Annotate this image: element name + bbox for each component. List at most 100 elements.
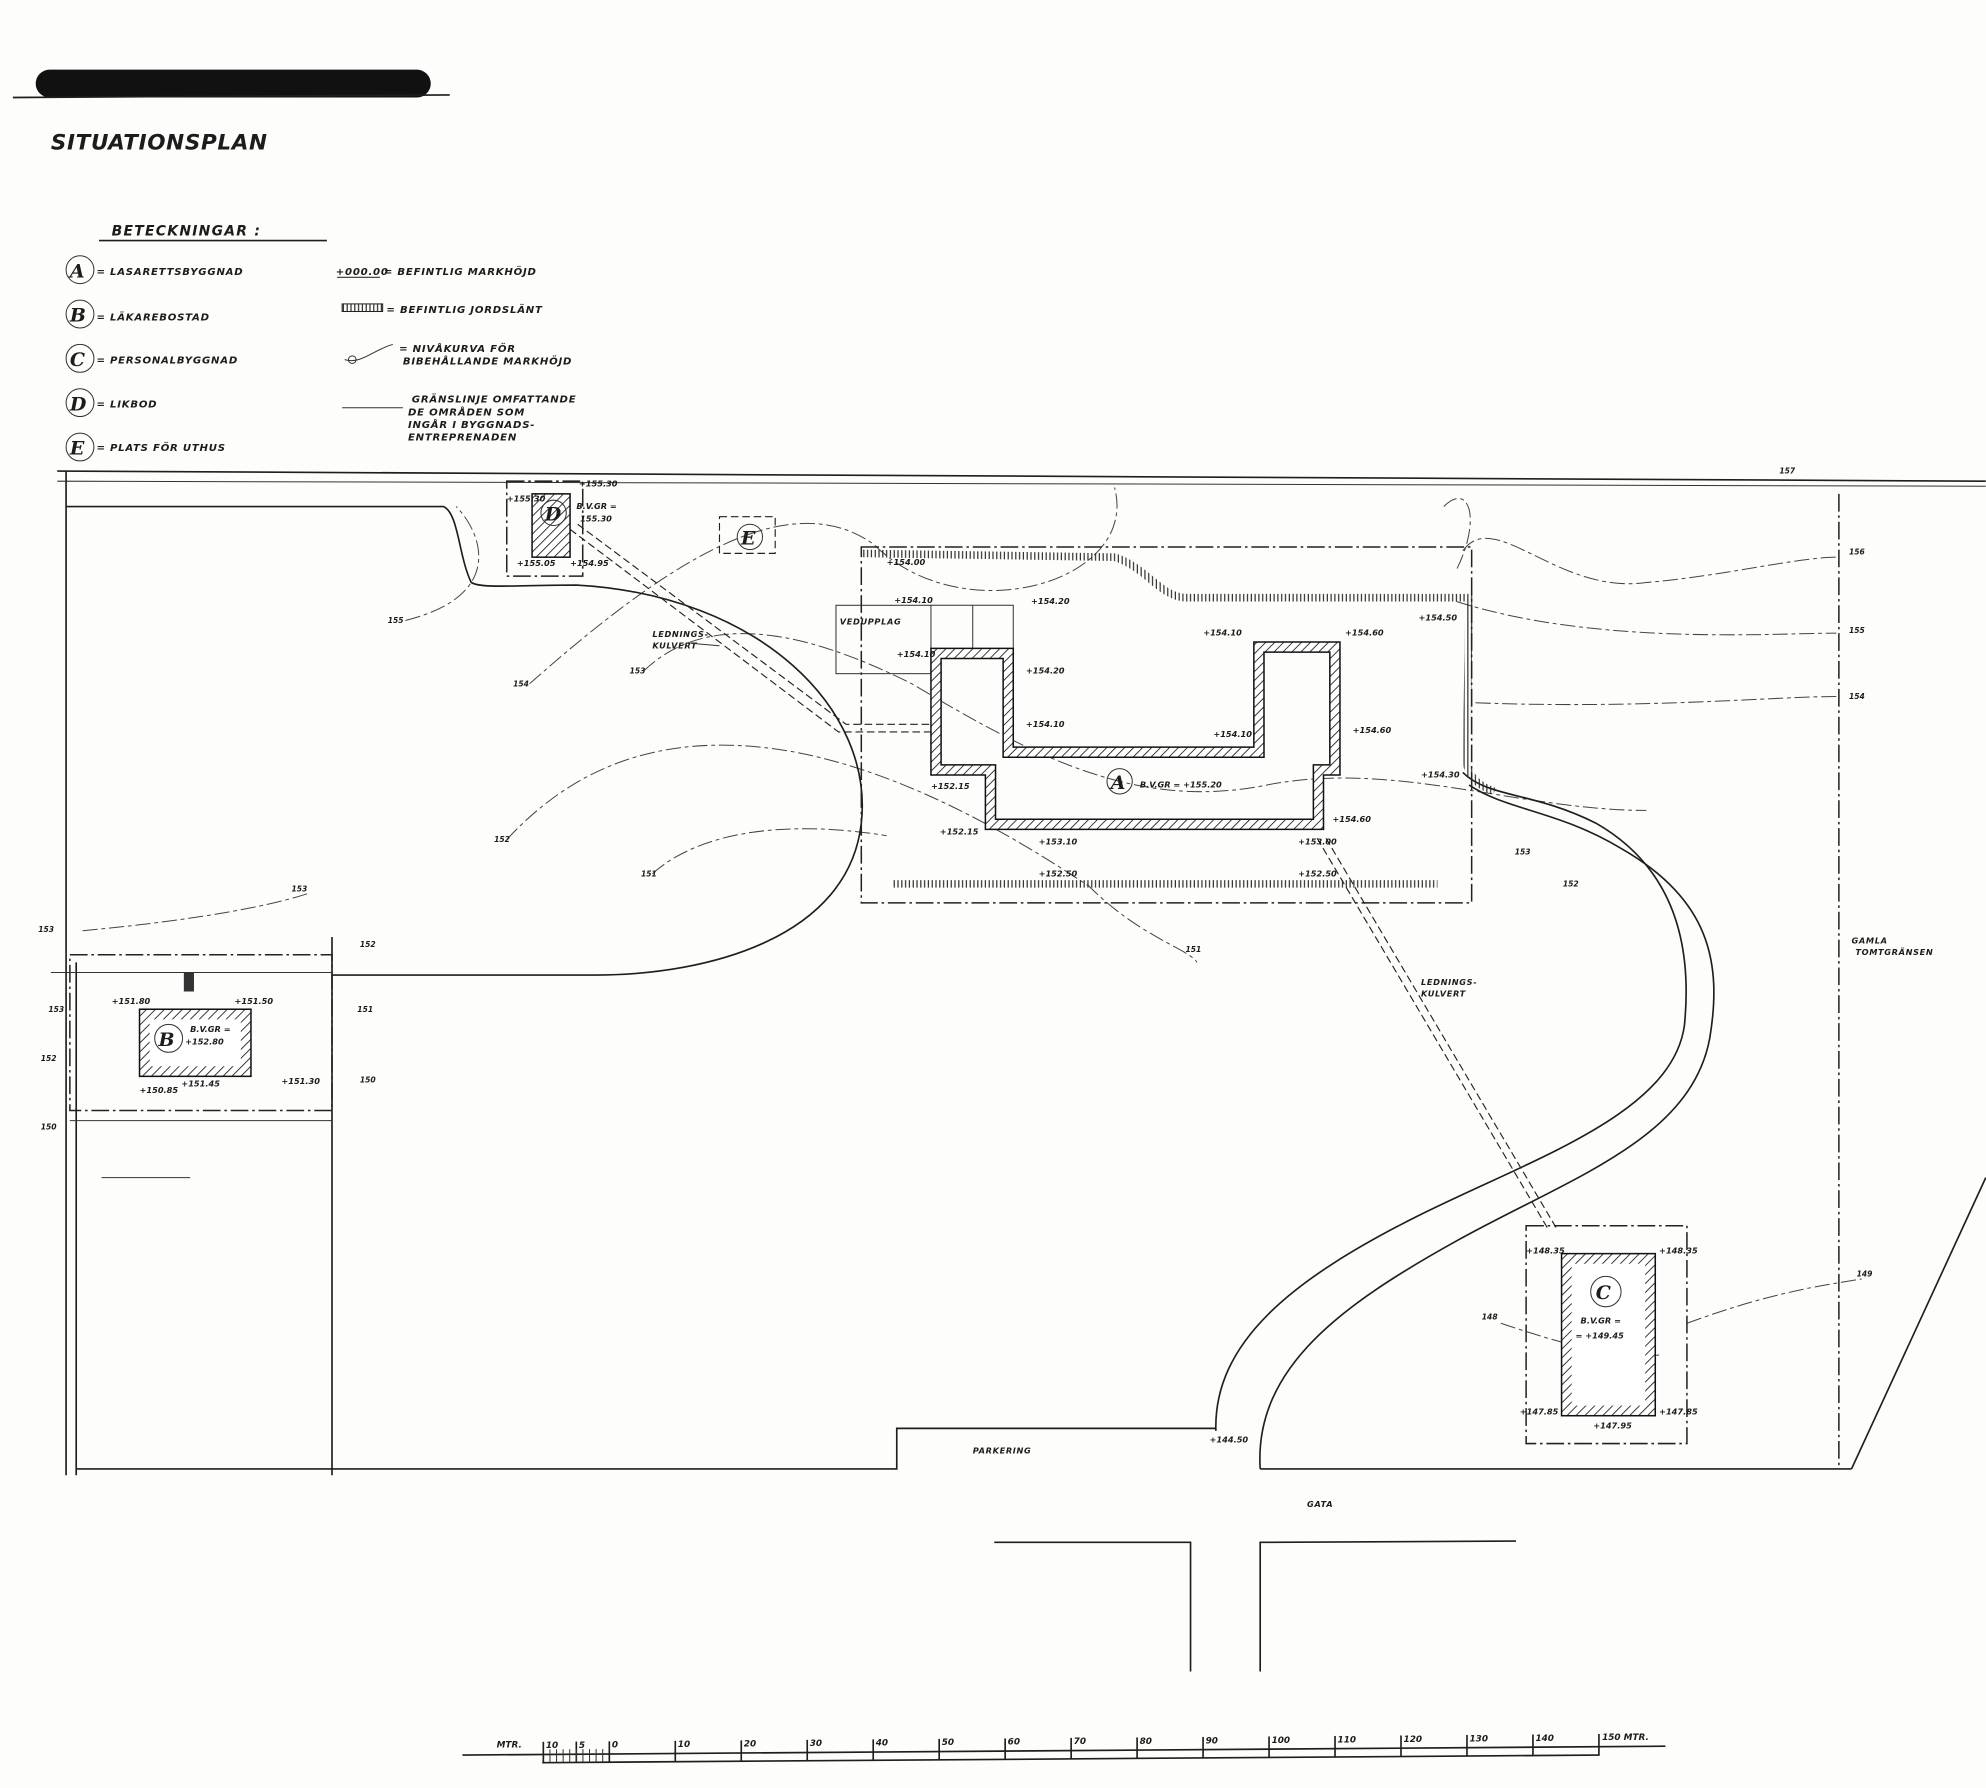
svg-text:+154.60: +154.60 [1332, 814, 1371, 824]
drawing-title: SITUATIONSPLAN [51, 130, 268, 155]
svg-text:+154.95: +154.95 [570, 558, 609, 568]
scale-label: 70 [1074, 1737, 1086, 1747]
svg-text:152: 152 [494, 835, 510, 844]
svg-text:B.V.GR =: B.V.GR = [190, 1024, 231, 1034]
header-rule [12, 94, 450, 99]
scale-label: 30 [810, 1739, 822, 1749]
svg-text:+154.10: +154.10 [894, 595, 933, 605]
svg-text:+154.60: +154.60 [1353, 725, 1392, 735]
svg-text:151: 151 [357, 1005, 373, 1014]
svg-text:+147.85: +147.85 [1659, 1406, 1698, 1416]
svg-text:+152.50: +152.50 [1298, 868, 1337, 878]
legend-item-e: E = PLATS FÖR UTHUS [65, 432, 225, 462]
embankments [861, 549, 1496, 888]
svg-text:= PERSONALBYGGNAD: = PERSONALBYGGNAD [96, 355, 238, 366]
svg-text:+152.50: +152.50 [1039, 868, 1078, 878]
building-a: VEDUPPLAG A B.V.GR = +155.20 +154.00 +15… [835, 546, 1473, 904]
svg-text:+154.10: +154.10 [897, 649, 936, 659]
building-b: B B.V.GR = +152.80 +151.80 +151.50 +150.… [50, 954, 333, 1122]
legend-buildings: A = LASARETTSBYGGNAD B = LÄKAREBOSTAD C = P… [65, 255, 243, 462]
scale-label: 90 [1206, 1736, 1218, 1746]
scale-label: 5 [579, 1741, 585, 1751]
svg-text:+150.85: +150.85 [140, 1085, 179, 1095]
svg-text:+154.00: +154.00 [887, 557, 926, 567]
legend-symbols: +000.00 = BEFINTLIG MARKHÖJD = BEFINTLIG… [336, 264, 577, 444]
scale-label: 50 [942, 1738, 954, 1748]
svg-text:154: 154 [513, 679, 529, 688]
scale-label: 20 [744, 1740, 756, 1750]
scale-label: 0 [612, 1741, 618, 1751]
contour-labels: 157 156 155 154 155 154 153 152 151 153 … [38, 467, 1872, 1322]
legend-item-d: D= LIKBOD [65, 388, 157, 418]
svg-text:= LIKBOD: = LIKBOD [96, 400, 157, 411]
legend-item-c: C = PERSONALBYGGNAD [65, 343, 238, 373]
svg-text:B: B [158, 1029, 175, 1051]
svg-text:= LASARETTSBYGGNAD: = LASARETTSBYGGNAD [96, 267, 243, 278]
svg-text:155: 155 [1849, 626, 1865, 635]
svg-text:157: 157 [1779, 467, 1796, 476]
svg-text:150: 150 [360, 1076, 376, 1085]
scale-label: 10 [678, 1740, 690, 1750]
building-c: C B.V.GR = = +149.45 +148.35 +148.35 +14… [1520, 1225, 1698, 1445]
svg-text:+155.30: +155.30 [507, 493, 546, 503]
svg-text:+154.10: +154.10 [1026, 719, 1065, 729]
street-lines [994, 1540, 1516, 1672]
svg-text:DE OMRÅDEN SOM: DE OMRÅDEN SOM [408, 405, 525, 418]
svg-text:ENTREPRENADEN: ENTREPRENADEN [408, 433, 517, 444]
svg-text:B: B [69, 305, 86, 327]
svg-text:153: 153 [291, 884, 307, 893]
svg-text:+154.20: +154.20 [1031, 596, 1070, 606]
svg-text:BIBEHÅLLANDE MARKHÖJD: BIBEHÅLLANDE MARKHÖJD [403, 354, 572, 368]
svg-text:+152.15: +152.15 [931, 781, 970, 791]
svg-text:+154.10: +154.10 [1203, 628, 1242, 638]
scale-label: 80 [1140, 1737, 1152, 1747]
svg-text:+000.00: +000.00 [336, 267, 389, 278]
svg-text:155: 155 [388, 616, 404, 625]
scale-label: 110 [1338, 1735, 1357, 1745]
legend-heading: BETECKNINGAR : [112, 224, 262, 240]
svg-text:C: C [70, 349, 85, 371]
svg-text:+154.10: +154.10 [1213, 729, 1252, 739]
svg-text:A: A [68, 260, 85, 282]
svg-text:INGÅR I BYGGNADS-: INGÅR I BYGGNADS- [408, 418, 535, 431]
svg-text:+154.60: +154.60 [1345, 628, 1384, 638]
svg-text:+153.10: +153.10 [1039, 837, 1078, 847]
scale-unit-label: MTR. [497, 1740, 522, 1750]
svg-text:A: A [1109, 772, 1126, 794]
scale-label: 120 [1404, 1735, 1423, 1745]
svg-text:152: 152 [360, 940, 376, 949]
svg-text:153: 153 [38, 925, 54, 934]
scale-label: 130 [1470, 1734, 1489, 1744]
svg-text:KULVERT: KULVERT [652, 640, 698, 650]
svg-text:153: 153 [48, 1005, 64, 1014]
scale-label: 100 [1272, 1736, 1291, 1746]
svg-text:E: E [69, 438, 85, 460]
svg-text:B.V.GR = +155.20: B.V.GR = +155.20 [1140, 780, 1222, 790]
svg-text:+148.35: +148.35 [1659, 1246, 1698, 1256]
svg-text:= BEFINTLIG MARKHÖJD: = BEFINTLIG MARKHÖJD [384, 264, 537, 278]
svg-text:+148.35: +148.35 [1526, 1246, 1565, 1256]
redacted-block [35, 69, 431, 98]
scale-label: 40 [875, 1739, 888, 1749]
svg-text:= NIVÅKURVA FÖR: = NIVÅKURVA FÖR [399, 341, 516, 355]
svg-text:155.30: 155.30 [580, 514, 612, 524]
scale-end-label: 150 MTR. [1602, 1733, 1649, 1743]
svg-text:+155.05: +155.05 [517, 558, 556, 568]
svg-text:+147.95: +147.95 [1593, 1420, 1632, 1430]
svg-text:+155.30: +155.30 [579, 478, 618, 488]
svg-text:+151.80: +151.80 [112, 996, 151, 1006]
svg-text:GRÄNSLINJE OMFATTANDE: GRÄNSLINJE OMFATTANDE [412, 392, 577, 406]
svg-text:= PLATS FÖR UTHUS: = PLATS FÖR UTHUS [96, 440, 225, 454]
contour-lines [82, 487, 1862, 1357]
svg-text:+151.30: +151.30 [281, 1076, 320, 1086]
svg-text:152: 152 [1563, 879, 1579, 888]
scale-label: 10 [546, 1741, 558, 1751]
svg-text:TOMTGRÄNSEN: TOMTGRÄNSEN [1855, 947, 1933, 957]
scale-label: 60 [1008, 1738, 1020, 1748]
svg-text:= LÄKAREBOSTAD: = LÄKAREBOSTAD [96, 309, 209, 323]
svg-text:E: E [740, 528, 756, 550]
svg-text:153: 153 [1515, 848, 1531, 857]
svg-text:+152.15: +152.15 [940, 826, 979, 836]
